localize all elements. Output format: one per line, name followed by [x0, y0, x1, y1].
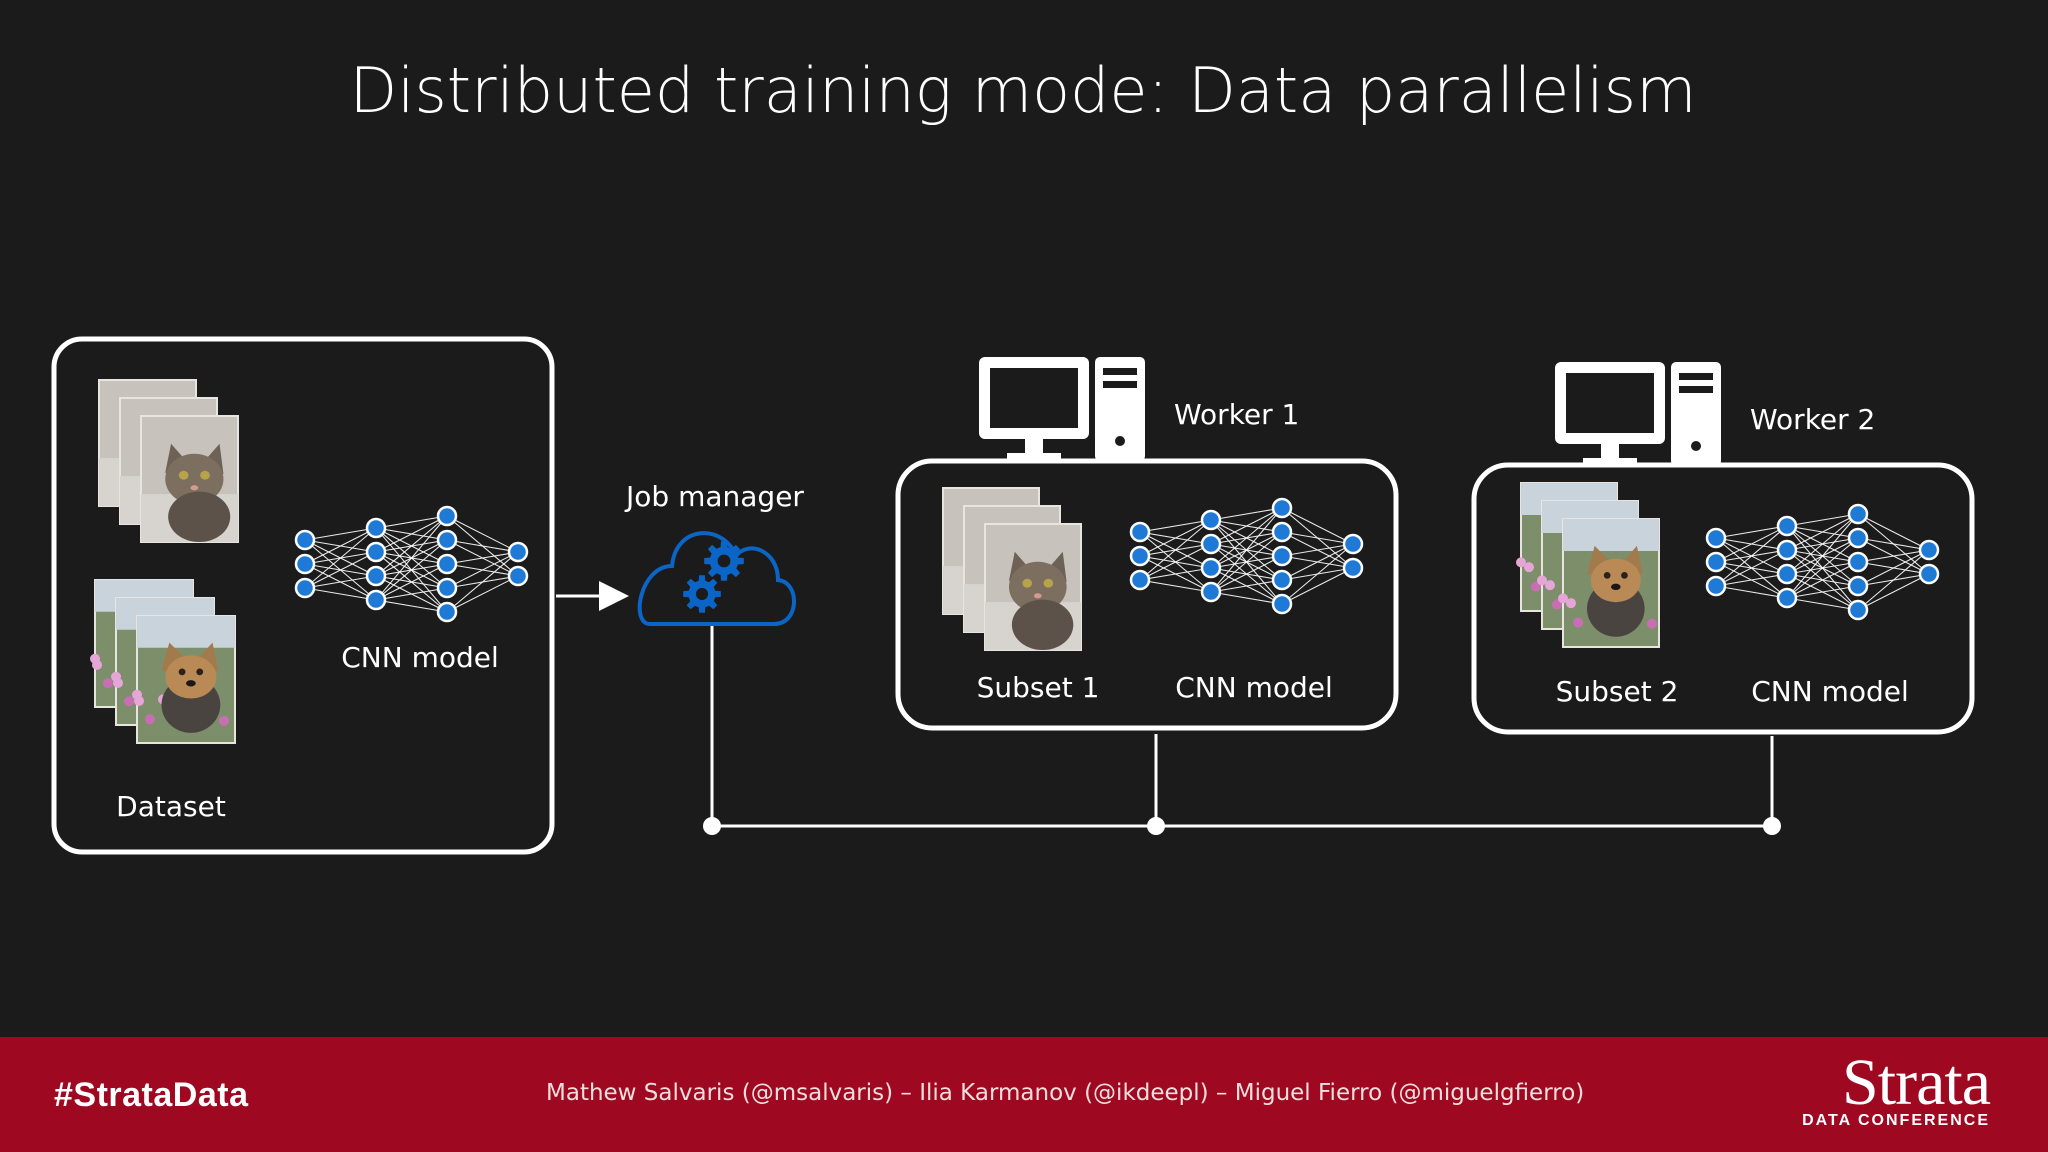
network-node	[1918, 539, 1940, 561]
network-node	[1705, 527, 1727, 549]
dataset-label: Dataset	[116, 790, 226, 823]
worker-1-model-label: CNN model	[1175, 671, 1333, 704]
network-node	[1847, 575, 1869, 597]
cat-photo-icon	[984, 523, 1082, 651]
network-node	[1847, 503, 1869, 525]
network-node	[507, 565, 529, 587]
network-node	[1200, 533, 1222, 555]
strata-logo: Strata DATA CONFERENCE	[1802, 1046, 1991, 1130]
network-node	[1200, 581, 1222, 603]
computer-icon	[1555, 362, 1721, 467]
neural-network-icon	[1705, 503, 1940, 621]
network-node	[1776, 563, 1798, 585]
network-node	[1776, 539, 1798, 561]
neural-network-icon	[294, 505, 529, 623]
network-node	[1776, 515, 1798, 537]
subset-1-label: Subset 1	[977, 671, 1100, 704]
speaker-credits: Mathew Salvaris (@msalvaris) – Ilia Karm…	[546, 1080, 1585, 1106]
subset-1-photo-stack	[942, 487, 1082, 651]
brand-subtitle: DATA CONFERENCE	[1802, 1112, 1990, 1129]
network-node	[1271, 545, 1293, 567]
network-node	[436, 553, 458, 575]
cat-photo-stack	[98, 379, 239, 543]
cat-photo-icon	[140, 415, 239, 543]
worker-1: Worker 1 Subset 1 CNN model	[895, 357, 1399, 731]
network-node	[436, 529, 458, 551]
worker-2-label: Worker 2	[1750, 403, 1875, 436]
worker-2-model-label: CNN model	[1751, 675, 1909, 708]
network-node	[436, 505, 458, 527]
network-node	[365, 517, 387, 539]
worker-2: Worker 2 Subset 2 CNN model	[1471, 362, 1975, 735]
network-node	[1129, 521, 1151, 543]
network-node	[1776, 587, 1798, 609]
network-node	[1847, 551, 1869, 573]
network-node	[365, 589, 387, 611]
network-node	[507, 541, 529, 563]
network-bus	[703, 626, 1781, 835]
network-node	[1129, 545, 1151, 567]
worker-1-label: Worker 1	[1174, 398, 1299, 431]
left-panel	[51, 336, 555, 855]
left-model-label: CNN model	[341, 641, 499, 674]
network-node	[1847, 527, 1869, 549]
dog-photo-stack	[90, 579, 236, 744]
cloud-gears-icon	[637, 531, 796, 626]
network-node	[1705, 551, 1727, 573]
footer-bar	[0, 1037, 2048, 1152]
subset-2-photo-stack	[1516, 482, 1660, 648]
network-node	[1705, 575, 1727, 597]
network-node	[436, 601, 458, 623]
network-node	[1271, 593, 1293, 615]
hashtag: #StrataData	[54, 1076, 249, 1114]
network-node	[1129, 569, 1151, 591]
network-node	[1342, 533, 1364, 555]
network-node	[365, 541, 387, 563]
neural-network-icon	[1129, 497, 1364, 615]
network-node	[365, 565, 387, 587]
network-node	[1271, 521, 1293, 543]
subset-2-label: Subset 2	[1556, 675, 1679, 708]
network-node	[1271, 569, 1293, 591]
network-node	[1847, 599, 1869, 621]
network-node	[1271, 497, 1293, 519]
dog-photo-icon	[132, 615, 236, 744]
network-node	[1918, 563, 1940, 585]
computer-icon	[979, 357, 1145, 462]
dog-photo-icon	[1558, 518, 1660, 648]
brand-name: Strata	[1842, 1046, 1991, 1119]
network-node	[294, 577, 316, 599]
network-node	[294, 529, 316, 551]
slide-title: Distributed training mode: Data parallel…	[350, 54, 1697, 127]
diagram: Distributed training mode: Data parallel…	[51, 54, 1975, 855]
network-node	[294, 553, 316, 575]
network-node	[1200, 509, 1222, 531]
network-node	[436, 577, 458, 599]
job-manager-label: Job manager	[624, 480, 804, 513]
network-node	[1200, 557, 1222, 579]
network-node	[1342, 557, 1364, 579]
